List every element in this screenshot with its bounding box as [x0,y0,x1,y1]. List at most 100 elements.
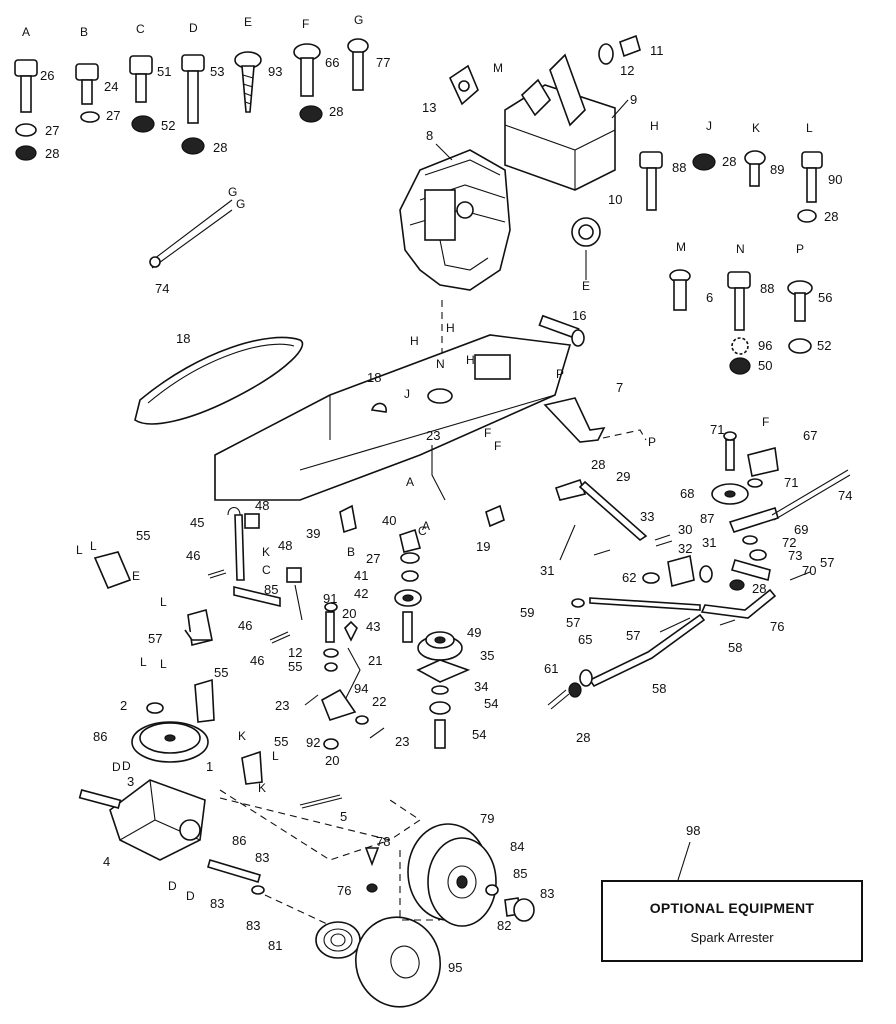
part-number-96: 96 [758,338,772,353]
callout-82: 83 [255,850,269,865]
part-number-89: 89 [770,162,784,177]
marker-L3: L [160,595,167,609]
marker-K2: K [238,729,246,743]
marker-L6: L [272,749,279,763]
part-number-50: 50 [758,358,772,373]
callout-31: 30 [678,522,692,537]
hardware-letter-E: E [244,15,252,29]
part-number-28-f: 28 [329,104,343,119]
callout-61: 61 [544,661,558,676]
callout-29: 28 [591,457,605,472]
marker-N: N [436,357,445,371]
nut-28 [15,145,37,161]
part-number-6: 6 [706,290,713,305]
screw-93 [234,51,262,113]
shift-arm-45 [227,506,245,581]
pin-31 [654,534,673,547]
callout-73: 74 [838,488,852,503]
callout-1: 1 [206,759,213,774]
rod-74 [700,588,777,619]
callout-25: 23 [426,428,440,443]
part-number-52-p: 52 [817,338,831,353]
callout-79: 78 [376,834,390,849]
drive-belt-17 [134,336,304,425]
marker-H2: H [446,321,455,335]
marker-F3: F [762,415,769,429]
hardware-letter-P: P [796,242,804,256]
main-frame [214,334,572,501]
callout-83: 83 [210,896,224,911]
bolt-66 [293,43,321,97]
callout-2: 2 [120,698,127,713]
hardware-letter-D: D [189,21,198,35]
bracket-7 [543,397,606,443]
engine-assembly [399,149,511,291]
nut-52 [131,115,155,133]
callout-54: 55 [214,665,228,680]
callout-11: 11 [650,43,664,58]
callout-70: 71 [710,422,724,437]
callout-18b: 19 [476,539,490,554]
pin-16 [538,314,585,347]
brake-assembly [320,602,369,750]
bolt-90 [801,151,823,203]
callout-3: 3 [127,774,134,789]
marker-B: B [347,545,355,559]
bolt-88 [639,151,663,211]
callout-39: 41 [354,568,368,583]
marker-G2: G [236,197,245,211]
part-number-28: 28 [45,146,59,161]
bolt-24 [75,63,99,105]
part-number-28-d: 28 [213,140,227,155]
callout-16: 16 [572,308,586,323]
callout-12: 12 [620,63,634,78]
callout-46b: 46 [250,653,264,668]
callout-31b: 31 [540,563,554,578]
callout-67: 68 [680,486,694,501]
callout-83d: 85 [513,866,527,881]
bolt-51 [129,55,153,103]
callout-54b: 55 [274,734,288,749]
bracket-37 [339,504,357,534]
dash-boundary-1 [219,797,421,841]
marker-A2: A [422,519,430,533]
bolt-53 [181,54,205,124]
marker-G1: G [228,185,237,199]
callout-47: 46 [238,618,252,633]
nut-50 [729,357,751,375]
rod-58 [589,597,701,611]
callout-27: 27 [366,551,380,566]
callout-57c: 58 [728,640,742,655]
marker-C1: C [262,563,271,577]
front-tire-80 [407,823,497,927]
part-number-53: 53 [210,64,224,79]
grease-fitting-79 [364,847,380,867]
callout-57b: 57 [626,628,640,643]
callout-91: 87 [700,511,714,526]
callout-28c: 28 [576,730,590,745]
bracket-48b [286,567,302,583]
shift-lever-47 [233,585,281,608]
nut-28-j [692,153,716,171]
part-number-90: 90 [828,172,842,187]
optional-equipment-title: OPTIONAL EQUIPMENT [649,900,815,916]
marker-K1: K [262,545,270,559]
bracket-48 [244,513,260,529]
marker-H1: H [410,334,419,348]
callout-81: 81 [268,938,282,953]
hubcap-85 [513,898,535,922]
hardware-letter-J: J [706,119,712,133]
washer-83b [251,885,265,895]
part-number-88-n: 88 [760,281,774,296]
marker-L5: L [160,657,167,671]
marker-M: M [493,61,503,75]
dash-boundary-2 [219,789,391,861]
clip-18 [370,402,387,413]
callout-7: 7 [616,380,623,395]
callout-83c: 84 [510,839,524,854]
hardware-letter-C: C [136,22,145,36]
lockwasher-96 [731,337,749,355]
marker-D1: D [112,760,121,774]
callout-5: 5 [340,809,347,824]
callout-23: 23 [275,698,289,713]
